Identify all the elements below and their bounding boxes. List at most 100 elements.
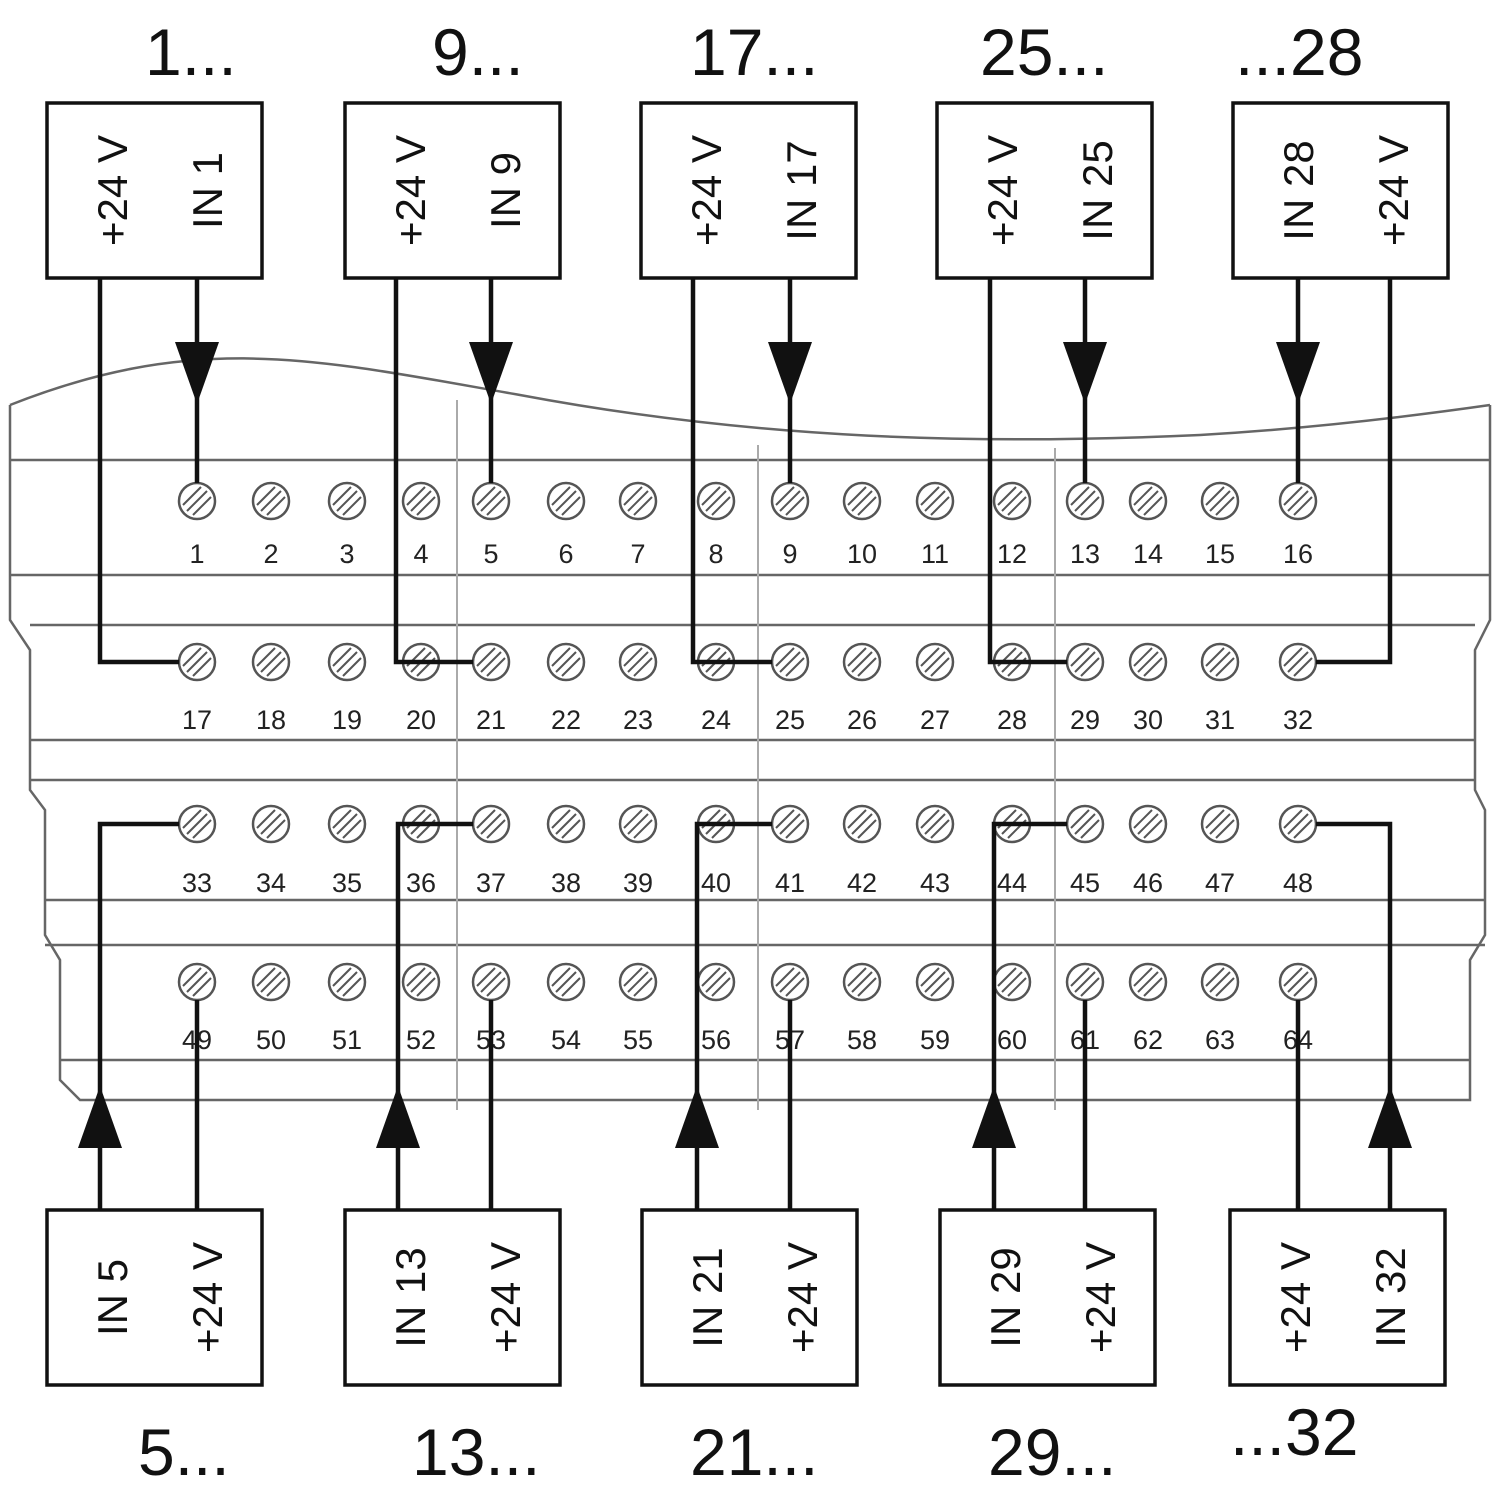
terminal-number: 60 bbox=[997, 1025, 1027, 1055]
terminal-33: 33 bbox=[177, 804, 217, 898]
terminal-number: 48 bbox=[1283, 868, 1313, 898]
terminal-number: 50 bbox=[256, 1025, 286, 1055]
arrow-down-icon bbox=[1063, 342, 1107, 404]
supply-wire bbox=[1316, 278, 1393, 665]
terminal-number: 31 bbox=[1205, 705, 1235, 735]
terminal-number: 5 bbox=[483, 539, 498, 569]
terminal-40: 40 bbox=[696, 804, 736, 898]
box-signal-label: IN 1 bbox=[184, 152, 231, 229]
arrow-down-icon bbox=[175, 342, 219, 404]
box-signal-label: IN 13 bbox=[387, 1247, 434, 1347]
terminal-39: 39 bbox=[618, 804, 658, 898]
box-signal-label: +24 V bbox=[1370, 135, 1417, 246]
terminal-55: 55 bbox=[618, 962, 658, 1055]
terminal-29: 29 bbox=[1065, 642, 1105, 735]
terminal-56: 56 bbox=[696, 962, 736, 1055]
box-signal-label: IN 17 bbox=[778, 140, 825, 240]
terminal-number: 44 bbox=[997, 868, 1027, 898]
terminal-26: 26 bbox=[842, 642, 882, 735]
signal-wire bbox=[1316, 821, 1393, 1210]
arrow-down-icon bbox=[469, 342, 513, 404]
terminal-number: 35 bbox=[332, 868, 362, 898]
terminal-34: 34 bbox=[251, 804, 291, 898]
terminal-number: 39 bbox=[623, 868, 653, 898]
terminal-6: 6 bbox=[546, 481, 586, 569]
arrow-up-icon bbox=[376, 1086, 420, 1148]
bottom-sensor-box-3: IN 21+24 V bbox=[640, 1208, 859, 1387]
terminal-17: 17 bbox=[177, 642, 217, 735]
terminal-20: 20 bbox=[401, 642, 441, 735]
box-signal-label: IN 32 bbox=[1367, 1247, 1414, 1347]
supply-wire bbox=[987, 278, 1067, 665]
arrow-up-icon bbox=[972, 1086, 1016, 1148]
supply-wire bbox=[690, 278, 772, 665]
terminal-16: 16 bbox=[1278, 481, 1318, 569]
box-signal-label: +24 V bbox=[184, 1242, 231, 1353]
terminal-23: 23 bbox=[618, 642, 658, 735]
terminal-number: 45 bbox=[1070, 868, 1100, 898]
top-group-labels: 1... 9... 17... 25... ...28 bbox=[145, 15, 1363, 89]
terminal-32: 32 bbox=[1278, 642, 1318, 735]
terminal-number: 46 bbox=[1133, 868, 1163, 898]
box-signal-label: +24 V bbox=[1077, 1242, 1124, 1353]
group-label-top-5: ...28 bbox=[1235, 15, 1363, 89]
arrow-down-icon bbox=[1276, 342, 1320, 404]
terminal-7: 7 bbox=[618, 481, 658, 569]
arrow-up-icon bbox=[675, 1086, 719, 1148]
terminal-number: 56 bbox=[701, 1025, 731, 1055]
top-sensor-box-1: +24 V IN 1 bbox=[45, 101, 264, 280]
bottom-sensor-box-1: IN 5+24 V bbox=[45, 1208, 264, 1387]
terminal-46: 46 bbox=[1128, 804, 1168, 898]
terminal-62: 62 bbox=[1128, 962, 1168, 1055]
signal-wire bbox=[395, 821, 473, 1210]
terminal-number: 19 bbox=[332, 705, 362, 735]
terminal-number: 14 bbox=[1133, 539, 1163, 569]
terminal-13: 13 bbox=[1065, 481, 1105, 569]
terminal-number: 1 bbox=[189, 539, 204, 569]
terminal-43: 43 bbox=[915, 804, 955, 898]
terminal-59: 59 bbox=[915, 962, 955, 1055]
terminal-number: 15 bbox=[1205, 539, 1235, 569]
bottom-sensor-box-2: IN 13+24 V bbox=[343, 1208, 562, 1387]
terminal-47: 47 bbox=[1200, 804, 1240, 898]
terminal-30: 30 bbox=[1128, 642, 1168, 735]
terminal-8: 8 bbox=[696, 481, 736, 569]
terminal-58: 58 bbox=[842, 962, 882, 1055]
box-signal-label: IN 9 bbox=[482, 152, 529, 229]
signal-wire bbox=[991, 821, 1067, 1210]
terminal-57: 57 bbox=[770, 962, 810, 1055]
terminal-31: 31 bbox=[1200, 642, 1240, 735]
terminal-18: 18 bbox=[251, 642, 291, 735]
wire-layer bbox=[78, 278, 1412, 1210]
terminal-number: 32 bbox=[1283, 705, 1313, 735]
group-label-top-3: 17... bbox=[690, 15, 818, 89]
terminal-63: 63 bbox=[1200, 962, 1240, 1055]
terminal-14: 14 bbox=[1128, 481, 1168, 569]
terminal-number: 7 bbox=[630, 539, 645, 569]
box-signal-label: +24 V bbox=[387, 135, 434, 246]
terminal-number: 3 bbox=[339, 539, 354, 569]
box-signal-label: +24 V bbox=[89, 135, 136, 246]
group-label-top-2: 9... bbox=[432, 15, 524, 89]
box-signal-label: IN 28 bbox=[1275, 140, 1322, 240]
group-label-bottom-5: ...32 bbox=[1230, 1395, 1358, 1469]
terminal-41: 41 bbox=[770, 804, 810, 898]
terminal-19: 19 bbox=[327, 642, 367, 735]
terminal-number: 16 bbox=[1283, 539, 1313, 569]
terminal-38: 38 bbox=[546, 804, 586, 898]
supply-wire bbox=[393, 278, 473, 665]
terminal-54: 54 bbox=[546, 962, 586, 1055]
top-sensor-box-5: IN 28 +24 V bbox=[1231, 101, 1450, 280]
terminal-number: 62 bbox=[1133, 1025, 1163, 1055]
terminal-45: 45 bbox=[1065, 804, 1105, 898]
box-signal-label: +24 V bbox=[779, 1242, 826, 1353]
terminal-number: 13 bbox=[1070, 539, 1100, 569]
terminal-48: 48 bbox=[1278, 804, 1318, 898]
terminal-9: 9 bbox=[770, 481, 810, 569]
terminal-25: 25 bbox=[770, 642, 810, 735]
